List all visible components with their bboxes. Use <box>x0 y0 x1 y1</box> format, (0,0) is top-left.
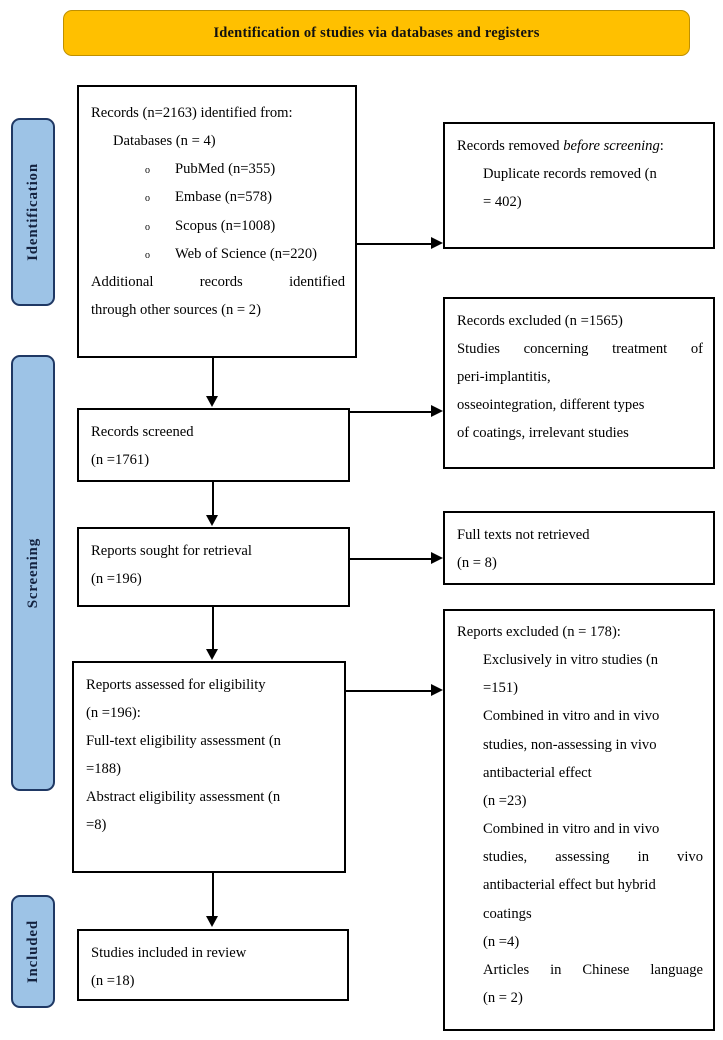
arrow-identified-to-screened <box>206 396 218 407</box>
records-excluded-count: Records excluded (n =1565) <box>457 313 623 329</box>
stage-label-included-text: Included <box>24 919 41 984</box>
box-reports-sought-for-retrieval: Reports sought for retrieval (n =196) <box>77 527 350 607</box>
database-pubmed: PubMed (n=355) <box>175 161 276 178</box>
arrow-sought-to-not-retrieved <box>431 552 443 564</box>
connector-assessed-to-excluded <box>346 690 431 692</box>
reports-excluded-r3-count: (n =4) <box>483 933 520 950</box>
reports-sought-label: Reports sought for retrieval <box>91 543 252 559</box>
connector-identified-to-removed <box>357 243 431 245</box>
arrow-screened-to-excluded <box>431 405 443 417</box>
duplicate-records-removed-line1: Duplicate records removed (n <box>483 166 657 183</box>
reports-sought-count: (n =196) <box>91 571 142 588</box>
circle-bullet-icon: o <box>145 249 150 261</box>
box-records-removed-before-screening: Records removed before screening: Duplic… <box>443 122 715 249</box>
box-records-screened: Records screened (n =1761) <box>77 408 350 482</box>
header-banner: Identification of studies via databases … <box>63 10 690 56</box>
box-records-excluded: Records excluded (n =1565) Studies conce… <box>443 297 715 469</box>
box-studies-included-in-review: Studies included in review (n =18) <box>77 929 349 1001</box>
circle-bullet-icon: o <box>145 221 150 233</box>
duplicate-records-removed-line2: = 402) <box>483 194 522 211</box>
reports-excluded-r3-line2: studies, assessing in vivo <box>483 849 703 866</box>
records-screened-label: Records screened <box>91 424 194 440</box>
list-item: o Embase (n=578) <box>91 183 345 211</box>
arrow-assessed-to-included <box>206 916 218 927</box>
reports-excluded-r1-line2: =151) <box>483 680 518 697</box>
stage-label-included: Included <box>11 895 55 1008</box>
records-identified-additional-line1: Additional records identified <box>91 273 345 290</box>
records-removed-heading-italic: before screening <box>563 138 660 154</box>
records-removed-heading: Records removed before screening: <box>457 132 703 160</box>
records-excluded-reason-line2: peri-implantitis, <box>457 369 551 386</box>
arrow-sought-to-assessed <box>206 649 218 660</box>
list-item: o Web of Science (n=220) <box>91 240 345 268</box>
reports-excluded-r3-line4: coatings <box>483 905 532 922</box>
reports-excluded-r3-line1: Combined in vitro and in vivo <box>483 821 660 838</box>
reports-excluded-r2-count: (n =23) <box>483 792 527 809</box>
reports-excluded-r2-line3: antibacterial effect <box>483 764 592 781</box>
reports-assessed-abstract-line2: =8) <box>86 817 107 834</box>
records-identified-line1: Records (n=2163) identified from: <box>91 105 293 121</box>
connector-screened-to-excluded <box>350 411 431 413</box>
records-removed-heading-suffix: : <box>659 138 664 154</box>
records-identified-additional-line2: through other sources (n = 2) <box>91 302 261 319</box>
records-excluded-reason-line4: of coatings, irrelevant studies <box>457 425 629 442</box>
fulltext-not-retrieved-count: (n = 8) <box>457 555 497 572</box>
connector-sought-to-not-retrieved <box>350 558 431 560</box>
stage-label-screening-text: Screening <box>24 537 41 609</box>
connector-assessed-to-included <box>212 873 214 917</box>
reports-excluded-r1-line1: Exclusively in vitro studies (n <box>483 652 659 669</box>
stage-label-screening: Screening <box>11 355 55 791</box>
reports-excluded-r2-line1: Combined in vitro and in vivo <box>483 708 660 725</box>
arrow-assessed-to-excluded <box>431 684 443 696</box>
records-screened-count: (n =1761) <box>91 452 150 469</box>
list-item: o Scopus (n=1008) <box>91 212 345 240</box>
reports-assessed-label: Reports assessed for eligibility <box>86 677 266 693</box>
box-records-identified: Records (n=2163) identified from: Databa… <box>77 85 357 358</box>
connector-identified-to-screened <box>212 358 214 397</box>
database-web-of-science: Web of Science (n=220) <box>175 245 317 262</box>
stage-label-identification-text: Identification <box>24 163 41 261</box>
circle-bullet-icon: o <box>145 165 150 177</box>
reports-excluded-r2-line2: studies, non-assessing in vivo <box>483 736 657 753</box>
reports-excluded-r3-line3: antibacterial effect but hybrid <box>483 877 656 894</box>
database-scopus: Scopus (n=1008) <box>175 217 276 234</box>
records-excluded-reason-line3: osseointegration, different types <box>457 397 645 414</box>
records-identified-databases: Databases (n = 4) <box>113 133 216 150</box>
arrow-identified-to-removed <box>431 237 443 249</box>
reports-excluded-r4-line1: Articles in Chinese language <box>483 961 703 978</box>
fulltext-not-retrieved-label: Full texts not retrieved <box>457 527 590 543</box>
connector-sought-to-assessed <box>212 607 214 650</box>
box-reports-excluded: Reports excluded (n = 178): Exclusively … <box>443 609 715 1031</box>
studies-included-label: Studies included in review <box>91 945 247 961</box>
stage-label-identification: Identification <box>11 118 55 306</box>
records-excluded-reason-line1: Studies concerning treatment of <box>457 341 703 358</box>
box-reports-assessed-for-eligibility: Reports assessed for eligibility (n =196… <box>72 661 346 873</box>
connector-screened-to-sought <box>212 482 214 516</box>
reports-assessed-fulltext-line2: =188) <box>86 761 121 778</box>
reports-excluded-count: Reports excluded (n = 178): <box>457 624 621 640</box>
reports-excluded-r4-count: (n = 2) <box>483 990 523 1007</box>
circle-bullet-icon: o <box>145 193 150 205</box>
page-title: Identification of studies via databases … <box>213 24 540 41</box>
reports-assessed-fulltext-line1: Full-text eligibility assessment (n <box>86 733 281 750</box>
arrow-screened-to-sought <box>206 515 218 526</box>
records-removed-heading-prefix: Records removed <box>457 138 564 154</box>
database-embase: Embase (n=578) <box>175 189 272 206</box>
list-item: o PubMed (n=355) <box>91 155 345 183</box>
studies-included-count: (n =18) <box>91 973 135 990</box>
box-full-texts-not-retrieved: Full texts not retrieved (n = 8) <box>443 511 715 585</box>
reports-assessed-count: (n =196): <box>86 705 141 722</box>
reports-assessed-abstract-line1: Abstract eligibility assessment (n <box>86 789 281 806</box>
